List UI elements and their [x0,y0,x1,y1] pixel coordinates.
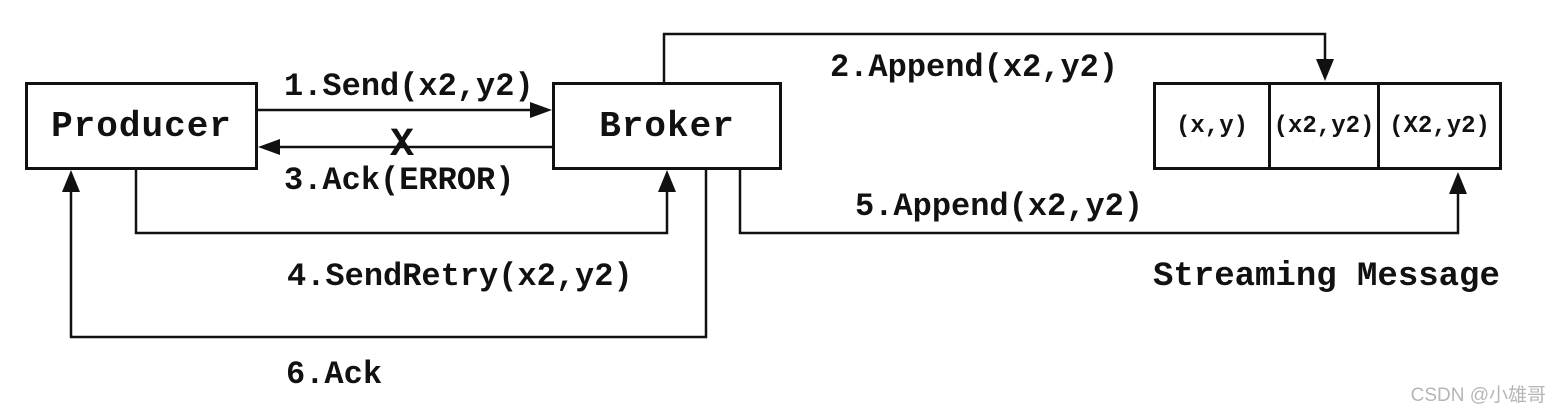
arrowhead-up-icon [658,170,676,192]
arrowhead-left-icon [258,139,280,155]
message-label-send: 1.Send(x2,y2) [284,68,534,105]
message-label-append2: 2.Append(x2,y2) [830,49,1119,86]
queue-cell-value: (x,y) [1175,112,1248,140]
queue-cell-value: (X2,y2) [1389,112,1490,140]
queue-cell: (x,y) [1156,85,1268,167]
streaming-message-caption: Streaming Message [1153,258,1500,296]
queue-cell: (X2,y2) [1377,85,1499,167]
streaming-message-queue: (x,y) (x2,y2) (X2,y2) [1153,82,1502,170]
broker-label: Broker [599,105,735,147]
broker-node: Broker [552,82,782,170]
csdn-watermark: CSDN @小雄哥 [1410,385,1546,406]
message-label-sendretry: 4.SendRetry(x2,y2) [287,258,633,295]
failure-x-mark: X [389,123,415,168]
message-label-append5: 5.Append(x2,y2) [855,188,1144,225]
queue-cell-value: (x2,y2) [1273,112,1375,140]
producer-node: Producer [25,82,258,170]
arrowhead-up-icon [1449,172,1467,194]
queue-cell: (x2,y2) [1268,85,1377,167]
producer-label: Producer [51,105,232,147]
message-label-ack-error: 3.Ack(ERROR) [284,162,515,199]
message-label-ack6: 6.Ack [286,356,383,393]
arrowhead-down-icon [1316,59,1334,81]
arrowhead-up-icon [62,170,80,192]
